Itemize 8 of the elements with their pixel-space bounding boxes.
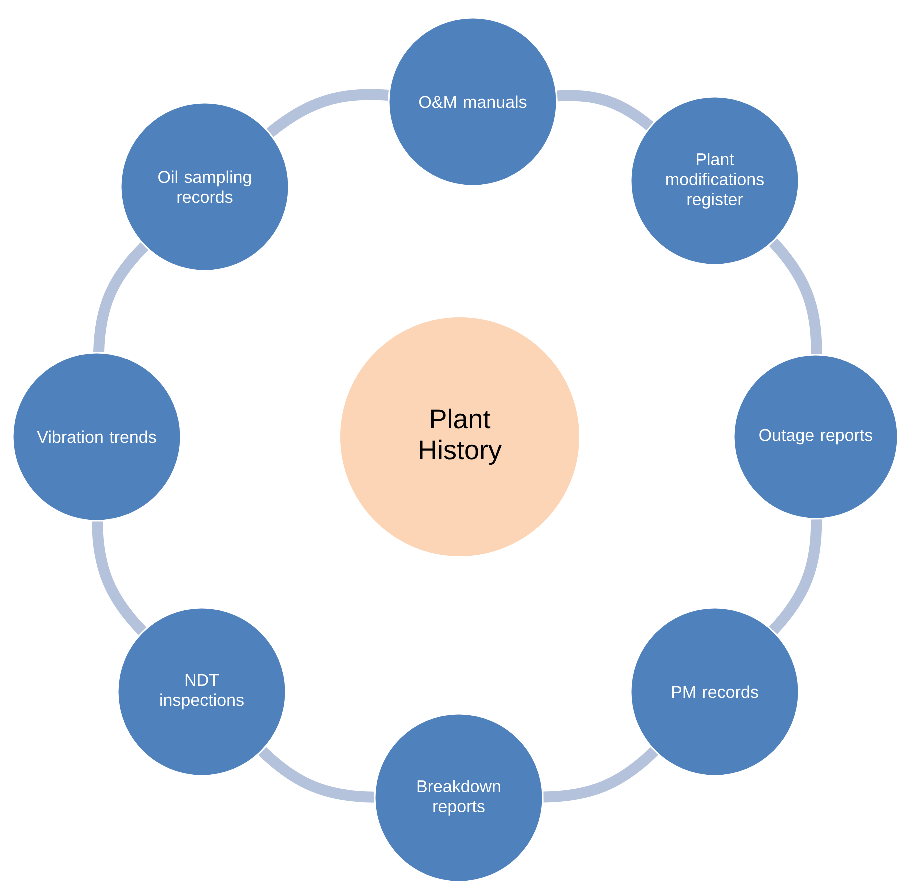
ring-segment <box>266 89 389 138</box>
ring-segment <box>92 522 147 636</box>
ring-segment <box>557 90 654 131</box>
ring-segment <box>769 238 822 354</box>
ring-segment <box>258 747 374 803</box>
ring-segment <box>769 520 822 634</box>
ring-segment <box>544 747 658 803</box>
ring-segment <box>94 242 149 353</box>
